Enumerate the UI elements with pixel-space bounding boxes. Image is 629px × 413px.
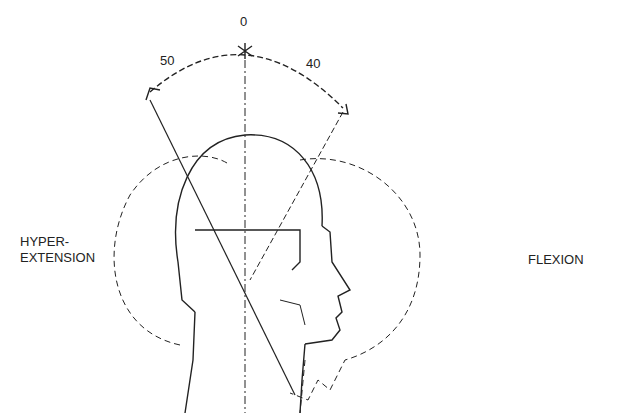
neck-front — [300, 344, 305, 413]
angle-value: 50 — [160, 53, 174, 69]
extension-outline — [114, 156, 230, 345]
extension-line — [150, 100, 295, 395]
angle-zero: 0 — [240, 14, 247, 30]
head-band — [195, 230, 300, 270]
motion-label: HYPER- EXTENSION — [20, 234, 102, 267]
angle-value: 40 — [306, 56, 320, 72]
zero-mark — [238, 43, 252, 59]
face-profile — [305, 226, 350, 344]
flexion-line — [250, 112, 343, 280]
motion-label: FLEXION — [528, 252, 584, 268]
flexion-neck — [300, 360, 305, 413]
back-head — [178, 262, 195, 312]
range-arc — [150, 55, 343, 108]
end-mark — [146, 88, 160, 100]
flexion-outline — [290, 159, 420, 400]
vertical-axis — [245, 60, 246, 413]
jaw-line — [280, 300, 305, 325]
neck-back — [185, 312, 195, 413]
